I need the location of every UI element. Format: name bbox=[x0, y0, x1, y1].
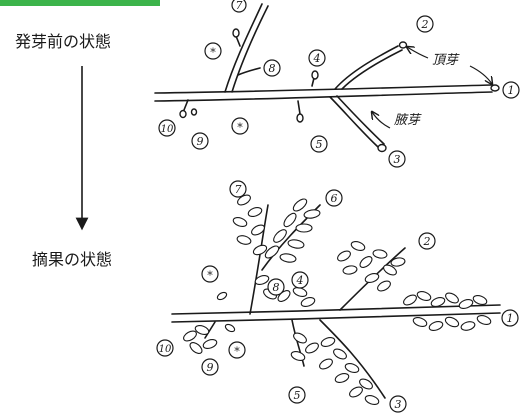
bud-4 bbox=[311, 70, 319, 80]
bottom-marker-7: 7 bbox=[229, 180, 247, 198]
top-marker-star-2: * bbox=[231, 117, 249, 135]
leaf-cluster-3-5 bbox=[290, 332, 380, 406]
bud-3 bbox=[377, 143, 387, 153]
top-marker-5: 5 bbox=[310, 135, 328, 153]
svg-text:*: * bbox=[237, 121, 243, 134]
green-header-fragment bbox=[0, 0, 160, 6]
svg-text:1: 1 bbox=[507, 312, 514, 325]
top-marker-8: 8 bbox=[263, 59, 281, 77]
svg-text:2: 2 bbox=[421, 18, 429, 31]
svg-text:5: 5 bbox=[316, 138, 323, 151]
label-before-germination: 発芽前の状態 bbox=[15, 32, 112, 51]
svg-text:10: 10 bbox=[159, 344, 172, 355]
bottom-marker-9: 9 bbox=[201, 358, 219, 376]
bottom-marker-5: 5 bbox=[288, 386, 306, 404]
leaf-cluster-7 bbox=[232, 194, 268, 256]
svg-text:4: 4 bbox=[296, 274, 304, 287]
bottom-marker-2: 2 bbox=[418, 232, 436, 250]
bottom-number-labels: 7 6 2 8 4 1 10 9 5 3 * * bbox=[156, 180, 519, 413]
svg-text:8: 8 bbox=[273, 281, 280, 294]
top-branch bbox=[154, 3, 493, 148]
bottom-marker-10: 10 bbox=[156, 339, 174, 357]
arrow-terminal-to-1 bbox=[469, 65, 492, 84]
bottom-marker-star-2: * bbox=[228, 341, 246, 359]
top-marker-3: 3 bbox=[388, 150, 406, 168]
svg-text:9: 9 bbox=[207, 361, 214, 374]
top-marker-2: 2 bbox=[416, 15, 434, 33]
svg-text:*: * bbox=[210, 46, 216, 59]
svg-text:10: 10 bbox=[161, 124, 174, 135]
arrow-axillary bbox=[372, 112, 391, 129]
annotation-terminal-bud: 頂芽 bbox=[432, 53, 460, 68]
svg-text:3: 3 bbox=[395, 398, 402, 411]
bud-1 bbox=[490, 84, 500, 92]
leaf-cluster-2 bbox=[337, 240, 406, 292]
arrow-terminal-to-2 bbox=[407, 47, 429, 59]
bottom-marker-star-1: * bbox=[201, 265, 219, 283]
bottom-marker-1: 1 bbox=[501, 309, 519, 327]
bottom-marker-3: 3 bbox=[389, 395, 407, 413]
top-marker-4: 4 bbox=[308, 49, 326, 67]
bottom-marker-8: 8 bbox=[267, 278, 285, 296]
leaf-clusters bbox=[183, 194, 492, 406]
svg-text:*: * bbox=[207, 269, 213, 282]
svg-text:4: 4 bbox=[313, 52, 321, 65]
svg-text:1: 1 bbox=[508, 84, 515, 97]
leaf-sprout-star bbox=[216, 291, 236, 333]
svg-text:2: 2 bbox=[423, 235, 431, 248]
svg-text:5: 5 bbox=[294, 389, 301, 402]
top-number-labels: 7 2 8 4 1 10 9 5 3 * * bbox=[158, 0, 520, 168]
leaf-cluster-1 bbox=[403, 290, 492, 332]
leaf-cluster-6 bbox=[264, 198, 321, 263]
svg-text:8: 8 bbox=[269, 62, 276, 75]
top-marker-star-1: * bbox=[204, 42, 222, 60]
top-marker-10: 10 bbox=[158, 119, 176, 137]
svg-text:3: 3 bbox=[394, 153, 401, 166]
svg-text:7: 7 bbox=[236, 0, 243, 12]
leaf-cluster-10 bbox=[183, 324, 218, 354]
annotation-axillary-bud: 腋芽 bbox=[394, 113, 422, 128]
top-marker-9: 9 bbox=[191, 132, 209, 150]
svg-text:*: * bbox=[234, 345, 240, 358]
bottom-marker-6: 6 bbox=[325, 189, 343, 207]
svg-text:7: 7 bbox=[235, 183, 242, 196]
top-marker-7: 7 bbox=[231, 0, 247, 13]
svg-text:6: 6 bbox=[331, 192, 338, 205]
label-fruit-thinning: 摘果の状態 bbox=[32, 250, 113, 269]
top-marker-1: 1 bbox=[502, 81, 520, 99]
svg-text:9: 9 bbox=[197, 135, 204, 148]
bud-10 bbox=[190, 108, 198, 116]
bud-5 bbox=[296, 113, 304, 123]
bud-2 bbox=[398, 41, 408, 49]
bud-9 bbox=[179, 109, 187, 119]
top-buds bbox=[179, 28, 500, 153]
bottom-marker-4: 4 bbox=[291, 271, 309, 289]
bud-star bbox=[232, 28, 240, 38]
